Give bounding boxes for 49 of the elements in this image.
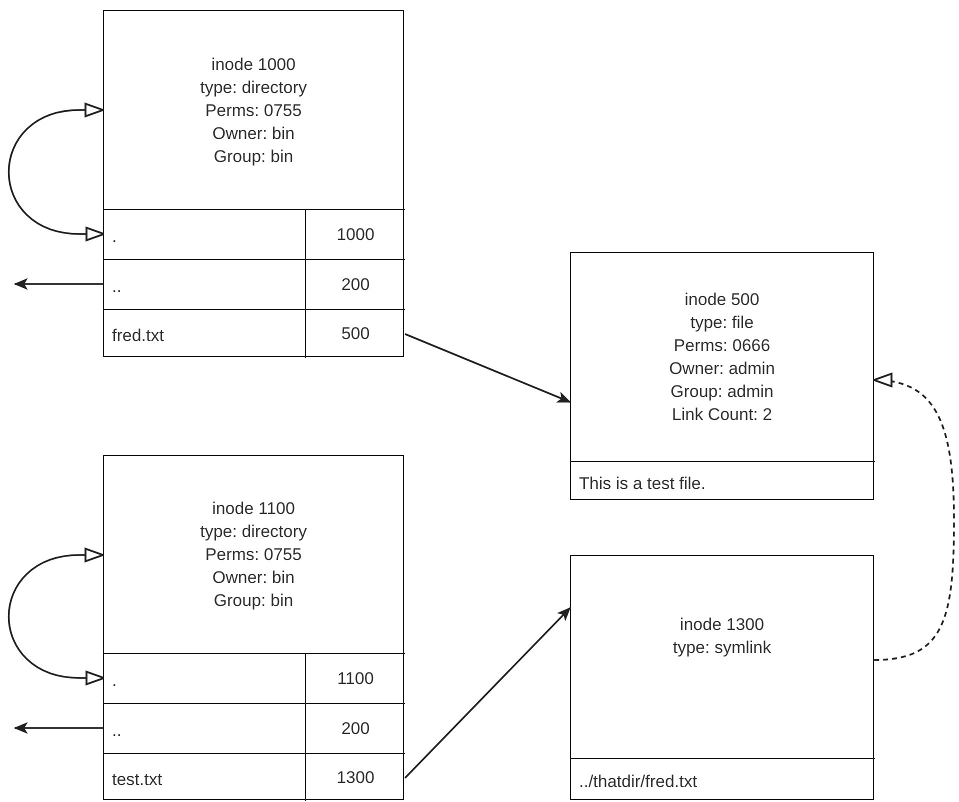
arrow: [404, 607, 571, 779]
inode-box: [103, 10, 404, 357]
directory-entry-row: [104, 259, 405, 309]
inode-number: 1000: [336, 224, 374, 244]
arrow: [404, 333, 572, 403]
inode-attribute: type: directory: [200, 76, 307, 98]
inode-box: [570, 555, 874, 800]
inode-attribute: inode 500: [684, 289, 760, 311]
inode-attribute: inode 1100: [212, 498, 295, 520]
directory-entry-row: [104, 209, 405, 259]
file-name: fred.txt: [112, 326, 164, 346]
arrow: [8, 548, 105, 686]
inode-attribute: Group: bin: [214, 590, 294, 612]
inode-attribute: Perms: 0755: [205, 100, 302, 122]
inode-attribute: inode 1300: [680, 614, 764, 636]
inode-attribute: Owner: bin: [212, 567, 295, 589]
inode-attribute: type: directory: [200, 521, 307, 543]
inode-number: 500: [341, 324, 370, 344]
inode-attribute: Group: admin: [670, 381, 774, 403]
file-name: ..: [112, 720, 122, 740]
inode-attribute: Link Count: 2: [672, 404, 772, 426]
file-name: ..: [112, 276, 122, 296]
inode-attribute: type: symlink: [672, 637, 772, 659]
file-name: .: [112, 226, 117, 246]
inode-box: [570, 252, 874, 500]
directory-entry-row: [104, 653, 405, 703]
inode-attribute: Owner: admin: [669, 358, 775, 380]
directory-entry-row: [104, 703, 405, 753]
inode-number: 1100: [337, 668, 374, 688]
arrow: [8, 102, 105, 242]
inode-box: [103, 455, 404, 800]
arrow: [14, 722, 104, 734]
directory-entry-row: [104, 309, 405, 358]
inode-attribute: inode 1000: [211, 54, 296, 76]
inode-attribute: Perms: 0755: [205, 544, 302, 566]
inode-number: 200: [341, 274, 370, 294]
arrow: [14, 278, 104, 290]
inode-number: 1300: [336, 768, 374, 788]
file-name: .: [112, 670, 117, 690]
inode-number: 200: [341, 718, 370, 738]
file-content-text: This is a test file.: [579, 474, 706, 494]
directory-entry-row: [104, 753, 405, 801]
file-content-text: ../thatdir/fred.txt: [579, 772, 698, 792]
file-name: test.txt: [112, 770, 162, 790]
inode-attribute: Owner: bin: [212, 122, 295, 144]
inode-attribute: Group: bin: [214, 146, 294, 168]
arrow: [873, 374, 955, 661]
inode-attribute: Perms: 0666: [674, 335, 770, 357]
inode-attribute: type: file: [690, 312, 754, 334]
